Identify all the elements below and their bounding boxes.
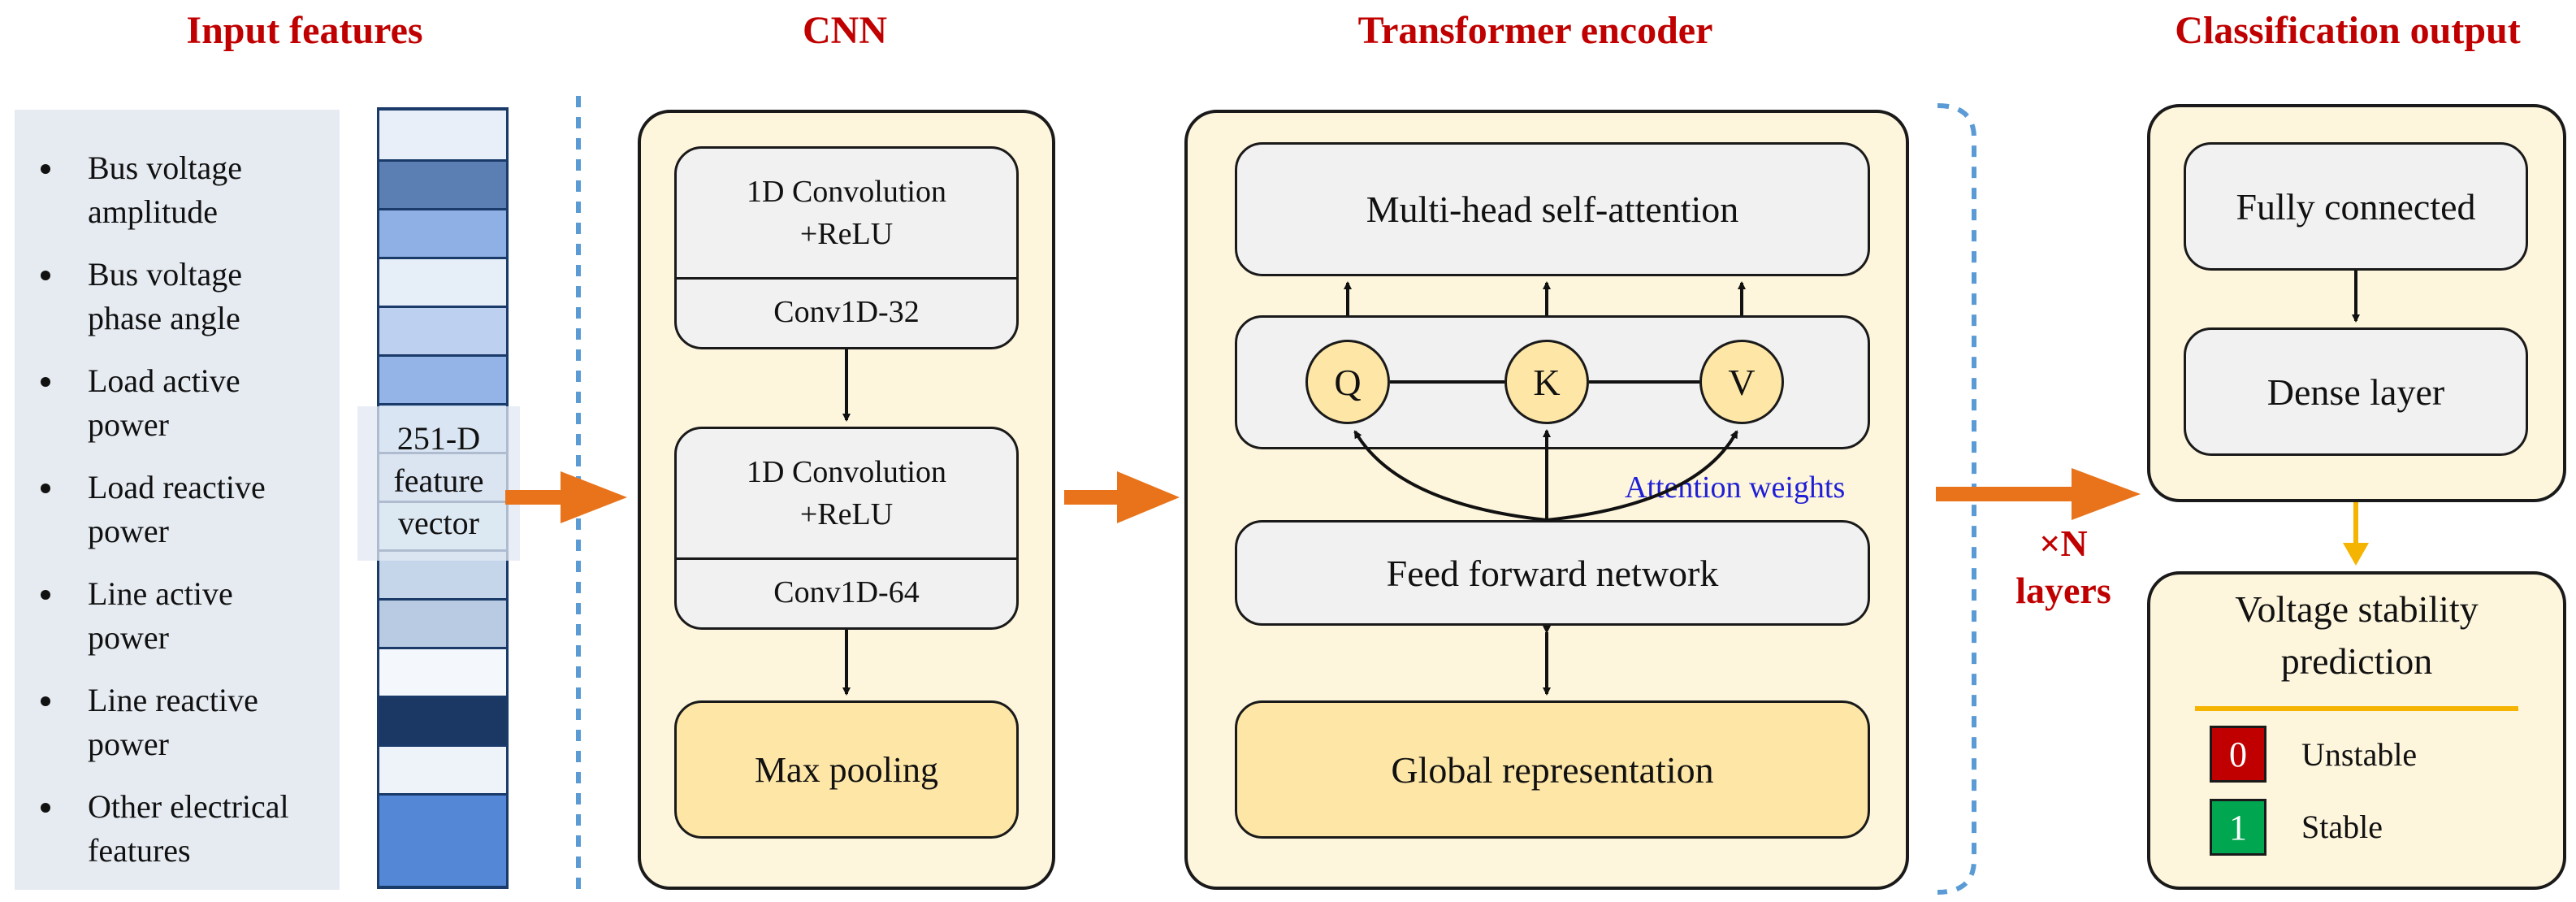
bullet-icon	[41, 696, 50, 706]
feature-cell	[379, 696, 506, 744]
flow-arrow-input-to-cnn	[505, 471, 627, 523]
arrow-ffn-to-q	[1353, 430, 1548, 522]
bullet-icon	[41, 271, 50, 280]
feature-cell	[379, 159, 506, 208]
prediction-divider	[2195, 706, 2518, 711]
fully-connected-block: Fully connected	[2184, 142, 2528, 271]
repeat-n-layers-label: ×N layers	[2015, 523, 2111, 611]
feature-cell	[379, 208, 506, 257]
title-classification-output: Classification output	[2175, 9, 2521, 52]
feature-cell	[379, 257, 506, 306]
bullet-icon	[41, 484, 50, 493]
feature-cell	[379, 793, 506, 886]
feature-cell	[379, 647, 506, 696]
bullet-icon	[41, 164, 50, 174]
feature-vector-label: 251-D feature vector	[357, 406, 520, 561]
title-input-features: Input features	[186, 9, 423, 52]
title-transformer-encoder: Transformer encoder	[1357, 9, 1713, 52]
feature-cell	[379, 598, 506, 647]
bullet-icon	[41, 590, 50, 600]
query-node: Q	[1305, 340, 1390, 424]
flow-arrow-cnn-to-transformer	[1064, 471, 1180, 523]
title-cnn: CNN	[803, 9, 887, 52]
max-pooling-block: Max pooling	[674, 700, 1019, 839]
multi-head-self-attention-block: Multi-head self-attention	[1235, 142, 1870, 276]
conv1d-64-block: 1D Convolution+ReLU Conv1D-64	[674, 427, 1019, 630]
bullet-icon	[41, 377, 50, 387]
bullet-icon	[41, 803, 50, 813]
feature-list-panel	[15, 110, 340, 890]
feature-cell	[379, 744, 506, 793]
feed-forward-network-block: Feed forward network	[1235, 520, 1870, 626]
conv1d-64-label: Conv1D-64	[677, 557, 1016, 627]
global-representation-block: Global representation	[1235, 700, 1870, 839]
class-badge-stable: 1	[2210, 799, 2266, 856]
feature-cell	[379, 354, 506, 403]
class-badge-unstable: 0	[2210, 726, 2266, 783]
flow-arrow-transformer-to-classifier	[1936, 468, 2141, 520]
conv1d-32-block: 1D Convolution+ReLU Conv1D-32	[674, 146, 1019, 349]
arrow-dense-to-prediction	[2343, 502, 2369, 566]
layer-repeat-bracket	[1937, 103, 1976, 895]
arrow-ffn-to-v	[1546, 430, 1738, 522]
conv1d-32-label: Conv1D-32	[677, 277, 1016, 347]
key-node: K	[1504, 340, 1589, 424]
dense-layer-block: Dense layer	[2184, 327, 2528, 456]
feature-cell	[379, 306, 506, 354]
attention-weights-label: Attention weights	[1625, 471, 1846, 505]
prediction-title: Voltage stability prediction	[2235, 588, 2479, 682]
class-label-stable: Stable	[2301, 809, 2383, 845]
class-label-unstable: Unstable	[2301, 736, 2418, 773]
feature-cell	[379, 111, 506, 159]
value-node: V	[1699, 340, 1784, 424]
